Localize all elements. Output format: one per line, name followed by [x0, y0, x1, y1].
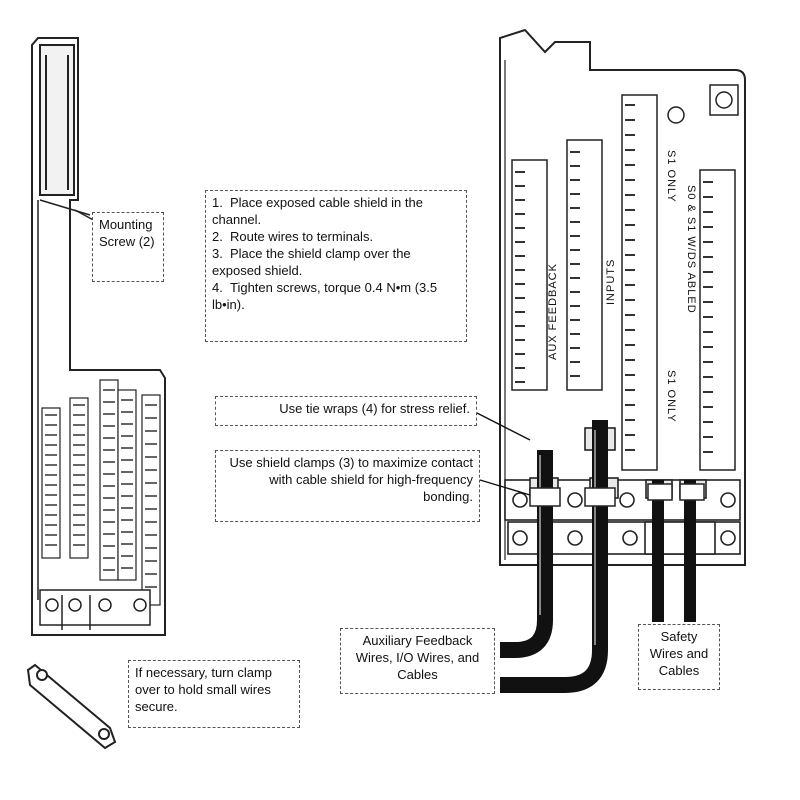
mounting-screw-text: Mounting Screw (2): [99, 217, 155, 249]
safety-wires-text: Safety Wires and Cables: [649, 629, 709, 678]
loose-shield-clamp: [26, 663, 117, 750]
mounting-screw-callout: Mounting Screw (2): [92, 212, 164, 282]
instructions-callout: 1.Place exposed cable shield in the chan…: [205, 190, 467, 342]
tie-wraps-callout: Use tie wraps (4) for stress relief.: [215, 396, 477, 426]
instruction-step: 2.Route wires to terminals.: [212, 229, 374, 244]
aux-feedback-label: AUX FEEDBACK: [547, 263, 559, 360]
shield-clamps-callout: Use shield clamps (3) to maximize contac…: [215, 450, 480, 522]
shield-clamps-text: Use shield clamps (3) to maximize contac…: [229, 455, 473, 504]
instruction-step: 4.Tighten screws, torque 0.4 N•m (3.5 lb…: [212, 280, 438, 312]
instruction-list: 1.Place exposed cable shield in the chan…: [212, 194, 460, 313]
s0-s1-disabled-label: S0 & S1 W/DS ABLED: [685, 185, 697, 314]
s1-only-top-label: S1 ONLY: [665, 150, 677, 203]
control-module-view: [499, 28, 746, 566]
tie-wraps-text: Use tie wraps (4) for stress relief.: [279, 401, 470, 416]
cables: [500, 420, 696, 693]
inputs-label: INPUTS: [605, 259, 617, 305]
turn-clamp-callout: If necessary, turn clamp over to hold sm…: [128, 660, 300, 728]
turn-clamp-text: If necessary, turn clamp over to hold sm…: [135, 665, 273, 714]
s1-only-bottom-label: S1 ONLY: [665, 370, 677, 423]
aux-wires-text: Auxiliary Feedback Wires, I/O Wires, and…: [355, 633, 480, 682]
aux-wires-callout: Auxiliary Feedback Wires, I/O Wires, and…: [340, 628, 495, 694]
instruction-step: 3.Place the shield clamp over the expose…: [212, 246, 411, 278]
leader-lines: [474, 411, 531, 496]
safety-wires-callout: Safety Wires and Cables: [638, 624, 720, 690]
instruction-step: 1.Place exposed cable shield in the chan…: [212, 195, 423, 227]
drive-side-view: [31, 37, 166, 636]
